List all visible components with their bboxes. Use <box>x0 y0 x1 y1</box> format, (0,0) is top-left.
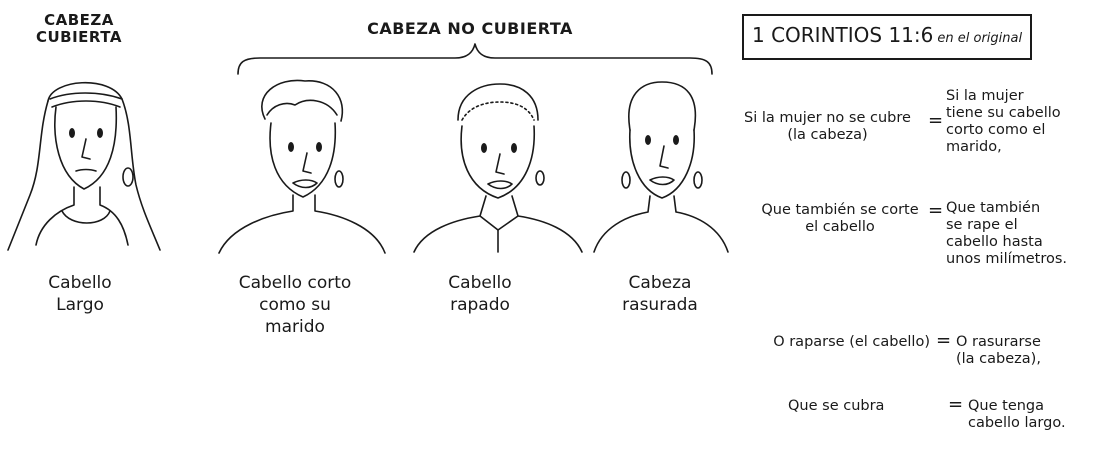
reference-title: 1 CORINTIOS 11:6 <box>752 23 934 47</box>
equivalence-2-sign: = <box>928 200 944 221</box>
equivalence-1-right: Si la mujer tiene su cabello corto como … <box>946 88 1061 155</box>
equivalence-4-right: Que tenga cabello largo. <box>968 398 1066 431</box>
equivalence-1-sign: = <box>928 110 944 131</box>
caption-long-hair: Cabello Largo <box>48 273 112 315</box>
equivalence-2-right: Que también se rape el cabello hasta uno… <box>946 200 1068 267</box>
caption-cropped-hair: Cabello rapado <box>448 273 512 315</box>
woman-shaved-head-icon <box>593 81 729 253</box>
caption-shaved-head: Cabeza rasurada <box>622 273 698 315</box>
equivalence-4-left: Que se cubra <box>788 398 885 414</box>
woman-cropped-hair-icon <box>413 83 583 253</box>
equivalence-3-right: O rasurarse (la cabeza), <box>956 334 1041 367</box>
curly-brace <box>237 43 713 75</box>
header-covered: CABEZA CUBIERTA <box>35 11 122 46</box>
equivalence-3-sign: = <box>936 330 952 351</box>
header-uncovered: CABEZA NO CUBIERTA <box>367 19 573 38</box>
woman-short-hair-icon <box>218 79 386 254</box>
equivalence-4-sign: = <box>948 394 964 415</box>
reference-note: en el original <box>937 31 1023 46</box>
equivalence-3-left: O raparse (el cabello) <box>773 334 930 350</box>
equivalence-1-left: Si la mujer no se cubre (la cabeza) <box>744 110 911 143</box>
woman-long-hair-icon <box>7 81 161 251</box>
caption-short-hair: Cabello corto como su marido <box>238 273 352 337</box>
equivalence-2-left: Que también se corte el cabello <box>761 202 919 235</box>
